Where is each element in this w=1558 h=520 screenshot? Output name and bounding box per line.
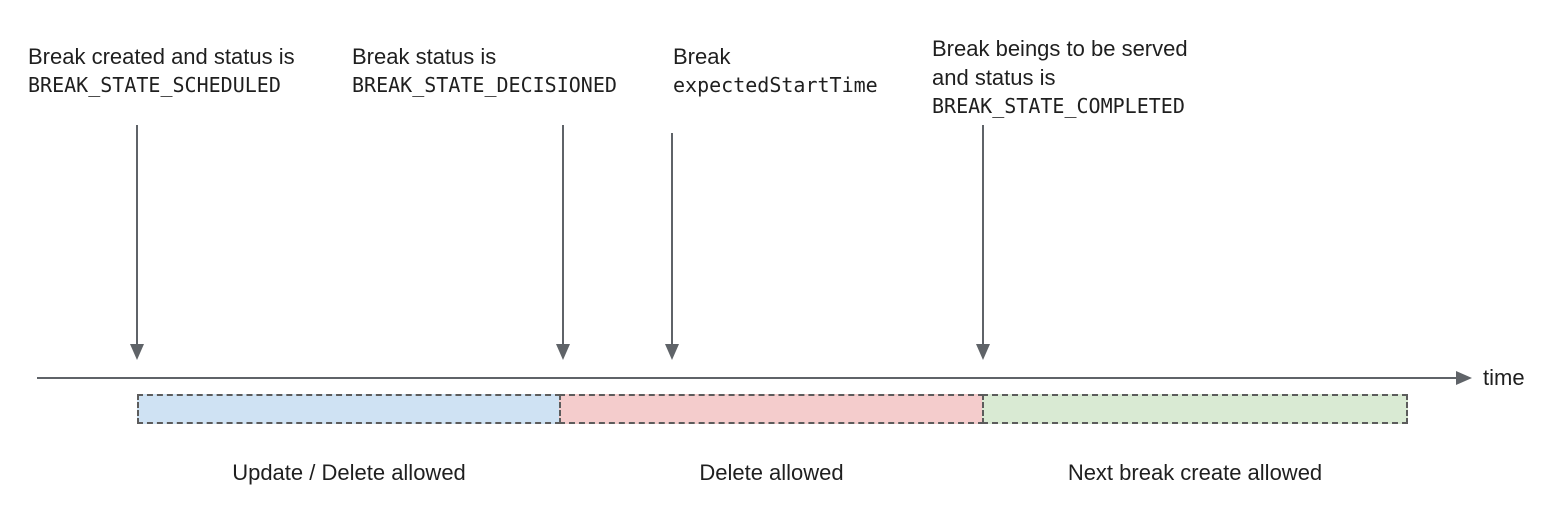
arrow-line	[136, 125, 138, 344]
time-axis-label: time	[1483, 365, 1525, 390]
event-arrow-completed	[976, 125, 990, 360]
annotation-code: BREAK_STATE_SCHEDULED	[28, 73, 281, 97]
annotation-text: Break created and status is	[28, 44, 295, 69]
annotation-text: Break beings to be served	[932, 36, 1188, 61]
annotation-expected-start-time: Break expectedStartTime	[673, 42, 878, 100]
arrow-line	[671, 133, 673, 344]
segment-delete-allowed	[559, 394, 984, 424]
segment-update-delete-allowed	[137, 394, 561, 424]
annotation-code: expectedStartTime	[673, 73, 878, 97]
event-arrow-created	[130, 125, 144, 360]
segment-label-delete: Delete allowed	[699, 460, 844, 485]
arrow-down-icon	[665, 344, 679, 360]
annotation-break-completed: Break beings to be served and status is …	[932, 34, 1188, 121]
segment-next-break-create-allowed	[982, 394, 1408, 424]
annotation-break-decisioned: Break status is BREAK_STATE_DECISIONED	[352, 42, 617, 100]
event-arrow-expected-start	[665, 133, 679, 360]
arrow-down-icon	[976, 344, 990, 360]
annotation-text: and status is	[932, 65, 1056, 90]
arrow-down-icon	[130, 344, 144, 360]
annotation-code: BREAK_STATE_DECISIONED	[352, 73, 617, 97]
event-arrow-decisioned	[556, 125, 570, 360]
arrow-down-icon	[556, 344, 570, 360]
annotation-break-created: Break created and status is BREAK_STATE_…	[28, 42, 295, 100]
annotation-text: Break	[673, 44, 731, 69]
timeline-axis	[37, 377, 1457, 379]
annotation-text: Break status is	[352, 44, 497, 69]
arrow-line	[982, 125, 984, 344]
timeline-arrow-right-icon	[1456, 371, 1472, 385]
segment-label-next-break: Next break create allowed	[1067, 460, 1323, 485]
annotation-code: BREAK_STATE_COMPLETED	[932, 94, 1185, 118]
segment-label-update-delete: Update / Delete allowed	[232, 460, 466, 485]
arrow-line	[562, 125, 564, 344]
